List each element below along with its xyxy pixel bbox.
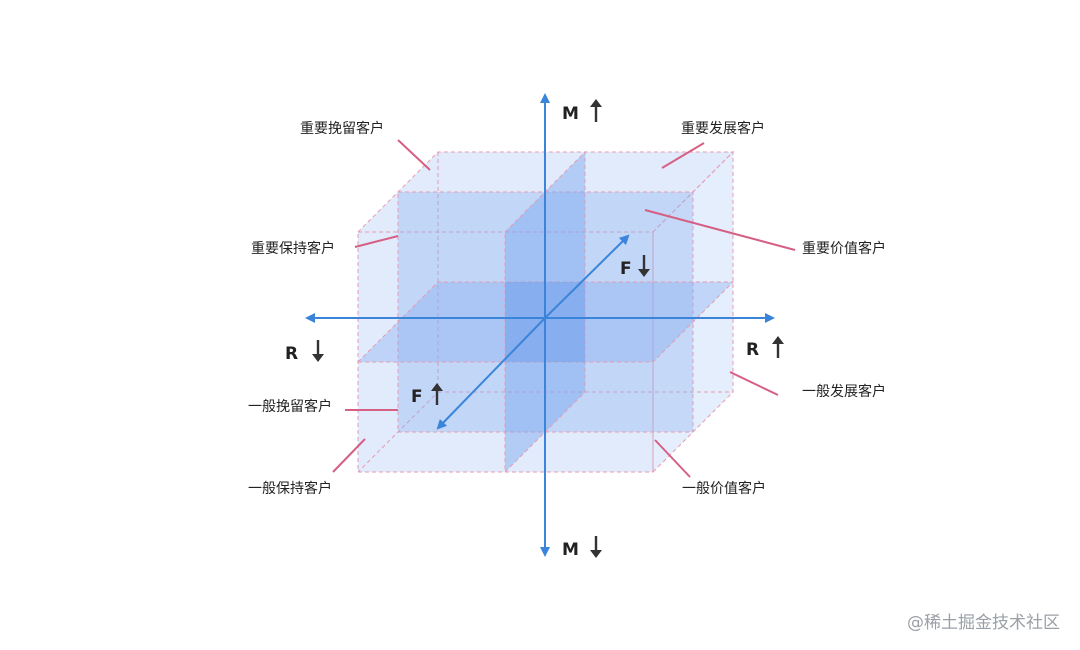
watermark: @稀土掘金技术社区 [907,613,1060,633]
leader-important-retain [397,139,431,171]
leader-general-keep [332,438,366,473]
label-general-develop: 一般发展客户 [802,383,886,400]
f-high-label: F [411,387,423,407]
arrow-down-icon [312,340,324,362]
arrow-up-icon [772,336,784,358]
r-low-label: R [285,344,298,364]
label-important-develop: 重要发展客户 [681,120,765,137]
arrow-down-icon [590,536,602,558]
f-axis-back [544,234,630,319]
leader-general-develop [729,371,779,396]
label-important-value: 重要价值客户 [802,240,886,257]
arrow-up-icon [590,99,602,122]
arrow-down-icon [638,255,650,277]
m-high-label: M [562,104,579,124]
f-low-label: F [620,259,632,279]
segment-labels: 重要挽留客户 重要发展客户 重要保持客户 重要价值客户 一般挽留客户 一般发展客… [248,120,886,497]
arrow-up-icon [431,383,443,405]
leader-lines [332,139,796,478]
leader-important-value [644,209,796,251]
r-high-label: R [746,340,759,360]
label-general-value: 一般价值客户 [682,480,766,497]
leader-important-keep [354,235,399,248]
label-important-keep: 重要保持客户 [251,240,335,257]
m-low-label: M [562,540,579,560]
axes [305,93,775,557]
label-important-retain: 重要挽留客户 [300,120,384,137]
label-general-keep: 一般保持客户 [248,480,332,497]
f-axis-front [436,317,546,430]
label-general-retain: 一般挽留客户 [248,398,332,415]
leader-general-value [654,439,691,478]
axis-labels: M M R R F F [285,99,784,560]
leader-important-develop [661,142,705,169]
